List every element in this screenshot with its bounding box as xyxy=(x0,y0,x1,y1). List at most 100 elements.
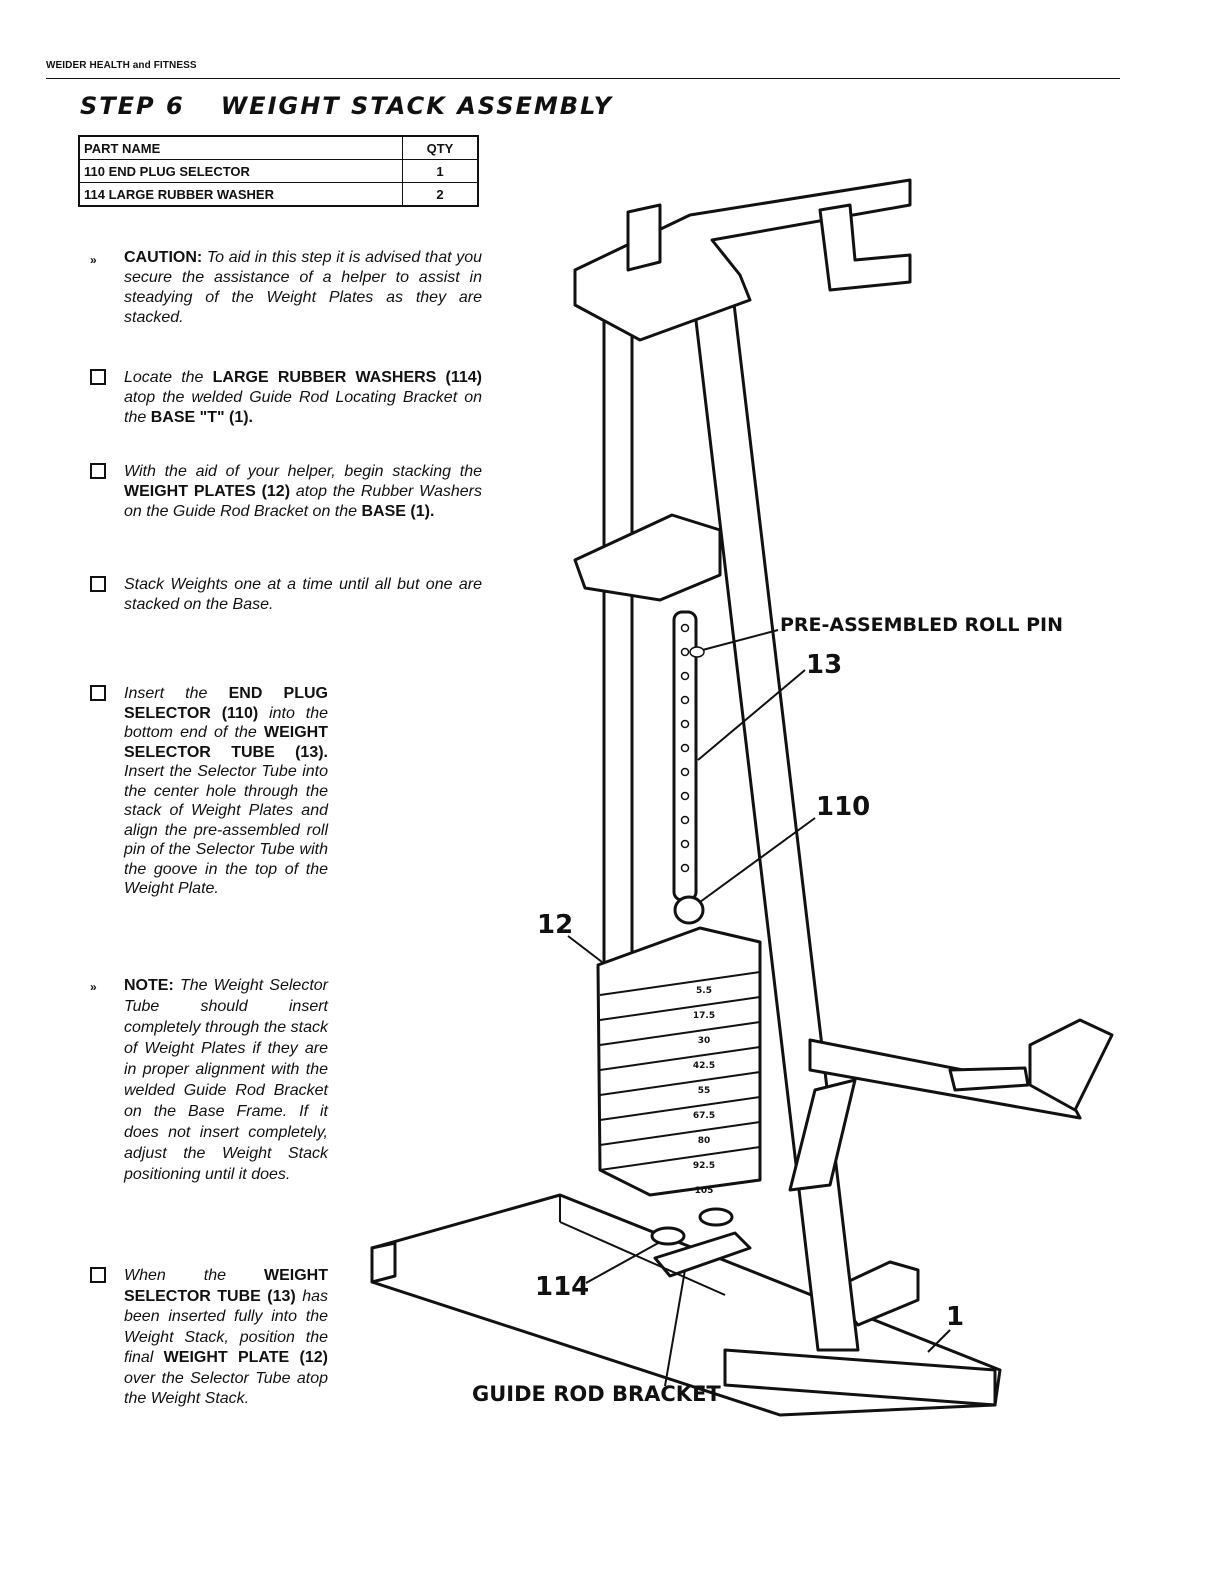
step-bold: BASE "T" (1). xyxy=(150,409,253,426)
header-brand: WEIDER HEALTH and FITNESS xyxy=(46,60,197,71)
tube-hole xyxy=(680,863,690,873)
plate-label: 105 xyxy=(695,1186,714,1196)
step-bold: LARGE RUBBER WASHERS (114) xyxy=(212,369,482,386)
callout-base: 1 xyxy=(946,1302,965,1332)
checkbox-icon[interactable] xyxy=(90,1267,106,1283)
plate-edge xyxy=(599,1046,761,1071)
step-bold: WEIGHT PLATE (12) xyxy=(163,1349,328,1366)
leg-ext-brace xyxy=(788,1078,857,1192)
plate-label: 55 xyxy=(698,1086,711,1096)
part-qty: 1 xyxy=(402,159,479,183)
leader-washers xyxy=(585,1241,661,1284)
step-bold: END PLUG SELECTOR (110) xyxy=(124,685,329,722)
plate-edge xyxy=(599,971,761,996)
parts-table: PART NAME QTY 110 END PLUG SELECTOR 1 11… xyxy=(78,135,479,207)
step-item-5: When the WEIGHT SELECTOR TUBE (13) has b… xyxy=(90,1266,328,1410)
callout-tube: 13 xyxy=(806,650,843,680)
leader-tube xyxy=(697,669,806,761)
callout-washers: 114 xyxy=(535,1272,590,1302)
step-text: Insert the Selector Tube into the center… xyxy=(124,763,328,897)
step-item-2: With the aid of your helper, begin stack… xyxy=(90,462,482,522)
note-text: The Weight Selector Tube should insert c… xyxy=(124,977,328,1183)
plate-edge xyxy=(599,1096,761,1121)
plate-label: 5.5 xyxy=(696,986,712,996)
step-text: into the bottom end of the xyxy=(124,704,328,742)
tube-hole xyxy=(680,695,690,705)
step-bold: WEIGHT SELECTOR TUBE (13) xyxy=(124,1267,328,1305)
tube-hole xyxy=(680,767,690,777)
rubber-washer-left xyxy=(650,1226,686,1246)
step-bold: WEIGHT PLATES (12) xyxy=(124,483,291,500)
callout-plates: 12 xyxy=(537,910,574,940)
leader-bracket xyxy=(664,1269,686,1387)
plate-edge xyxy=(599,996,761,1021)
step-text: Insert the xyxy=(124,685,208,702)
weight-stack-diagram: 5.5 17.5 30 42.5 55 67.5 80 92.5 105 xyxy=(370,178,1114,1417)
plate-label: 30 xyxy=(698,1036,711,1046)
top-weight-plate xyxy=(573,513,722,602)
leader-plates xyxy=(567,935,603,963)
bullet-icon: » xyxy=(90,253,97,267)
part-qty: 2 xyxy=(402,182,479,207)
table-row: 110 END PLUG SELECTOR 1 xyxy=(78,159,479,183)
end-plug xyxy=(673,895,705,925)
header-rule xyxy=(46,78,1120,79)
base-foot-right xyxy=(723,1348,997,1407)
guide-rod-bracket xyxy=(653,1231,752,1278)
rubber-washer-right xyxy=(698,1207,734,1227)
step-item-1: Locate the LARGE RUBBER WASHERS (114) at… xyxy=(90,368,482,428)
top-bracket xyxy=(626,203,662,272)
step-text: atop the welded Guide Rod Locating Brack… xyxy=(124,389,482,426)
plate-label: 80 xyxy=(698,1136,711,1146)
tube-hole xyxy=(680,839,690,849)
plate-edge xyxy=(599,1121,761,1146)
plate-edge xyxy=(599,1021,761,1046)
parts-col-name: PART NAME xyxy=(78,135,403,160)
step-text: Locate the xyxy=(124,369,204,386)
step-text: With the aid of your helper, begin stack… xyxy=(124,463,482,480)
step-bold: BASE (1). xyxy=(361,503,435,520)
caution-text: To aid in this step it is advised that y… xyxy=(124,249,483,326)
step-item-3: Stack Weights one at a time until all bu… xyxy=(90,575,482,615)
step-text: over the Selector Tube atop the Weight S… xyxy=(124,1369,328,1408)
checkbox-icon[interactable] xyxy=(90,463,106,479)
parts-table-header-row: PART NAME QTY xyxy=(78,135,479,160)
plate-label: 17.5 xyxy=(693,1011,715,1021)
step-text: Stack Weights one at a time until all bu… xyxy=(124,576,482,613)
part-name: 114 LARGE RUBBER WASHER xyxy=(78,182,403,207)
caution-block: » CAUTION: To aid in this step it is adv… xyxy=(90,248,482,328)
step-text: atop the Rubber Washers on the Guide Rod… xyxy=(124,483,482,520)
tube-hole xyxy=(680,671,690,681)
top-frame xyxy=(573,178,912,342)
plate-edge xyxy=(599,1071,761,1096)
callout-roll-pin: PRE-ASSEMBLED ROLL PIN xyxy=(780,614,1063,636)
tube-hole xyxy=(680,791,690,801)
checkbox-icon[interactable] xyxy=(90,685,106,701)
plate-label: 42.5 xyxy=(693,1061,715,1071)
step-label: STEP 6 xyxy=(80,92,185,120)
plate-label: 92.5 xyxy=(693,1161,715,1171)
step-item-4: Insert the END PLUG SELECTOR (110) into … xyxy=(90,684,328,899)
tube-hole xyxy=(680,719,690,729)
note-block: » NOTE: The Weight Selector Tube should … xyxy=(90,975,328,1185)
checkbox-icon[interactable] xyxy=(90,576,106,592)
tube-hole xyxy=(680,623,690,633)
step-heading: WEIGHT STACK ASSEMBLY xyxy=(220,92,613,120)
note-label: NOTE: xyxy=(124,977,174,994)
rear-upright xyxy=(602,298,634,972)
tube-hole xyxy=(680,743,690,753)
roll-pin xyxy=(689,646,705,658)
leg-ext-tube xyxy=(1028,1018,1114,1112)
tube-hole xyxy=(680,647,690,657)
table-row: 114 LARGE RUBBER WASHER 2 xyxy=(78,182,479,207)
callout-end-plug: 110 xyxy=(816,792,871,822)
leader-roll-pin xyxy=(694,629,779,653)
step-title: STEP 6 WEIGHT STACK ASSEMBLY xyxy=(80,92,613,120)
top-arm xyxy=(818,203,912,292)
weight-stack xyxy=(596,926,762,1197)
leg-ext-bracket xyxy=(948,1066,1030,1092)
plate-label: 67.5 xyxy=(693,1111,715,1121)
base-edge xyxy=(559,1221,726,1296)
step-text: When the xyxy=(124,1267,227,1284)
checkbox-icon[interactable] xyxy=(90,369,106,385)
